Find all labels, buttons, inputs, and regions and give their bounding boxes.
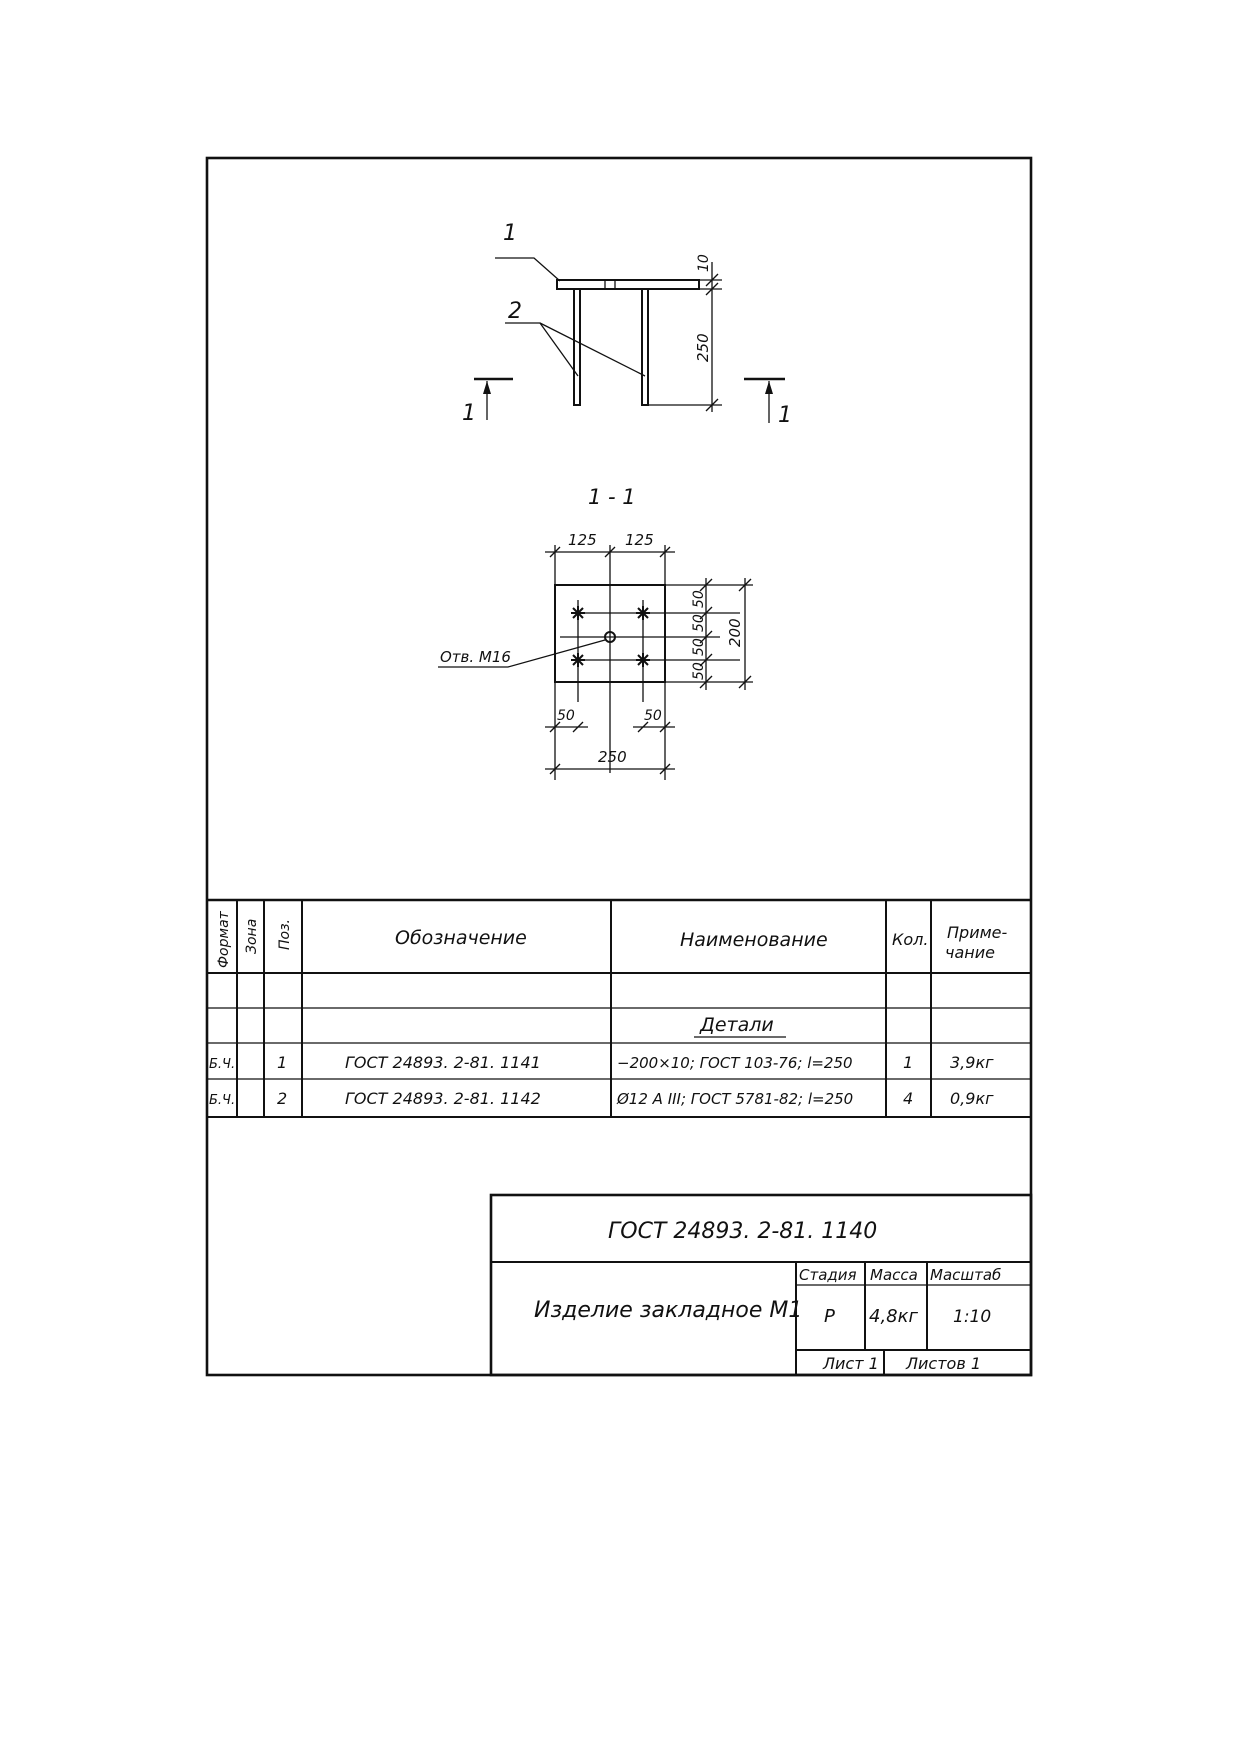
cell-name: −200×10; ГОСТ 103-76; l=250 <box>617 1054 853 1072</box>
hole-label: Отв. М16 <box>440 648 511 666</box>
dim-overall-height: 200 <box>726 618 744 647</box>
dim-bottom-left: 50 <box>557 708 575 724</box>
plate-pos1 <box>556 279 700 290</box>
title-block: ГОСТ 24893. 2-81. 1140 Изделие закладное… <box>489 1193 1033 1377</box>
anchor-symbol-bl <box>571 653 585 667</box>
table-row: Б.Ч. 1 ГОСТ 24893. 2-81. 1141 −200×10; Г… <box>209 1053 994 1072</box>
svg-text:1: 1 <box>778 403 792 428</box>
dim-half-left: 125 <box>568 531 597 549</box>
pos2-label: 2 <box>508 299 522 324</box>
sheet-label: Лист 1 <box>822 1354 879 1373</box>
cell-note: 0,9кг <box>950 1089 994 1108</box>
svg-text:1: 1 <box>462 401 476 426</box>
cell-designation: ГОСТ 24893. 2-81. 1141 <box>345 1053 541 1072</box>
dim-plate-thickness: 10 <box>696 254 712 272</box>
section-1-1: 1 - 1 Отв. М16 <box>438 485 753 780</box>
document-code: ГОСТ 24893. 2-81. 1140 <box>608 1219 877 1244</box>
cell-format: Б.Ч. <box>209 1093 235 1108</box>
dim-bottom-right: 50 <box>644 708 662 724</box>
product-name: Изделие закладное М1 <box>534 1298 802 1323</box>
header-designation: Обозначение <box>395 927 527 949</box>
cell-pos: 1 <box>277 1053 287 1072</box>
anchor-right <box>641 288 649 406</box>
dim-right-mid1: 50 <box>691 614 707 632</box>
header-note-line2: чание <box>945 943 995 962</box>
anchor-symbol-tl <box>571 606 585 620</box>
stage-label: Стадия <box>799 1266 857 1284</box>
header-zone: Зона <box>244 919 260 954</box>
mass-label: Масса <box>870 1266 918 1284</box>
section-mark-right: 1 <box>744 377 792 428</box>
header-pos: Поз. <box>277 919 293 950</box>
anchor-left <box>573 288 581 406</box>
cell-designation: ГОСТ 24893. 2-81. 1142 <box>345 1089 541 1108</box>
hole-m16 <box>604 631 616 643</box>
stage-value: Р <box>824 1306 835 1327</box>
table-row: Б.Ч. 2 ГОСТ 24893. 2-81. 1142 Ø12 А III;… <box>209 1089 994 1108</box>
sheet-frame <box>205 156 1033 1377</box>
cell-note: 3,9кг <box>950 1053 994 1072</box>
scale-label: Масштаб <box>930 1266 1001 1284</box>
section-title: 1 - 1 <box>588 485 636 509</box>
header-format: Формат <box>216 910 232 968</box>
dim-right-mid2: 50 <box>691 638 707 656</box>
scale-value: 1:10 <box>953 1307 991 1327</box>
anchor-symbol-tr <box>636 606 650 620</box>
section-mark-left: 1 <box>462 377 513 426</box>
cell-pos: 2 <box>277 1089 287 1108</box>
cell-qty: 1 <box>903 1053 913 1072</box>
header-qty: Кол. <box>892 930 928 949</box>
specification-table: Формат Зона Поз. Обозначение Наименовани… <box>207 898 1031 1118</box>
anchor-symbol-br <box>636 653 650 667</box>
dim-right-bottom: 50 <box>691 662 707 680</box>
sheets-label: Листов 1 <box>905 1354 981 1373</box>
header-note-line1: Приме- <box>947 923 1008 942</box>
cell-name: Ø12 А III; ГОСТ 5781-82; l=250 <box>616 1090 853 1108</box>
dim-overall-width: 250 <box>598 748 627 766</box>
cell-format: Б.Ч. <box>209 1057 235 1072</box>
mass-value: 4,8кг <box>869 1306 918 1327</box>
cell-qty: 4 <box>903 1089 913 1108</box>
section-title-details: Детали <box>699 1014 774 1036</box>
dim-right-top: 50 <box>691 590 707 608</box>
dim-half-right: 125 <box>625 531 654 549</box>
pos1-label: 1 <box>503 221 517 246</box>
dim-anchor-length: 250 <box>694 333 712 362</box>
view-front: 1 2 10 250 1 1 <box>462 221 792 428</box>
header-name: Наименование <box>680 929 828 951</box>
